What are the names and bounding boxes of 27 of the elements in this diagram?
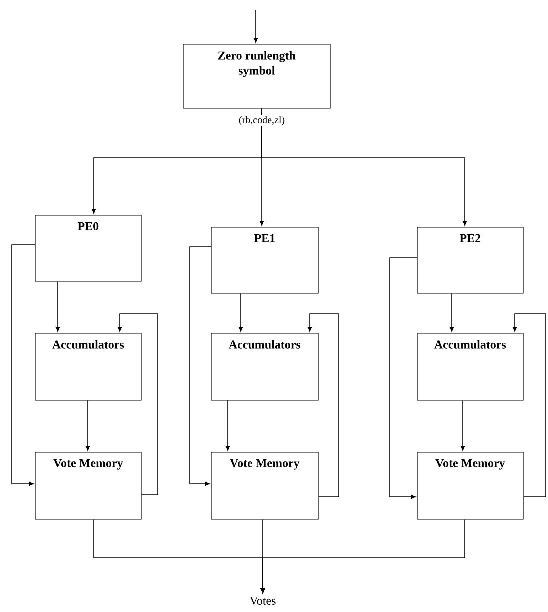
- arrow: [460, 400, 466, 451]
- arrow: [262, 108, 468, 226]
- process-box: Accumulators: [35, 333, 142, 401]
- arrow: [238, 293, 244, 332]
- process-box: PE0: [35, 215, 142, 282]
- arrow: [512, 314, 546, 498]
- arrow: [118, 314, 158, 496]
- process-box: Vote Memory: [35, 452, 142, 520]
- process-box: PE2: [417, 227, 524, 294]
- process-box: Vote Memory: [417, 452, 524, 520]
- arrow: [450, 293, 454, 332]
- arrow: [12, 244, 36, 486]
- process-box: Zero runlength symbol: [183, 44, 331, 109]
- arrow: [226, 400, 230, 451]
- signal-label: (rb,code,zl): [238, 115, 286, 127]
- process-box: PE1: [211, 227, 319, 294]
- arrow: [260, 519, 466, 594]
- arrow: [56, 281, 60, 332]
- process-box: Vote Memory: [211, 452, 319, 520]
- arrow: [86, 400, 90, 451]
- arrow: [390, 258, 418, 500]
- arrow: [254, 10, 258, 43]
- output-label: Votes: [250, 596, 276, 606]
- process-box: Accumulators: [417, 333, 524, 401]
- arrow: [308, 314, 340, 498]
- process-box: Accumulators: [211, 333, 319, 401]
- arrow: [190, 246, 212, 486]
